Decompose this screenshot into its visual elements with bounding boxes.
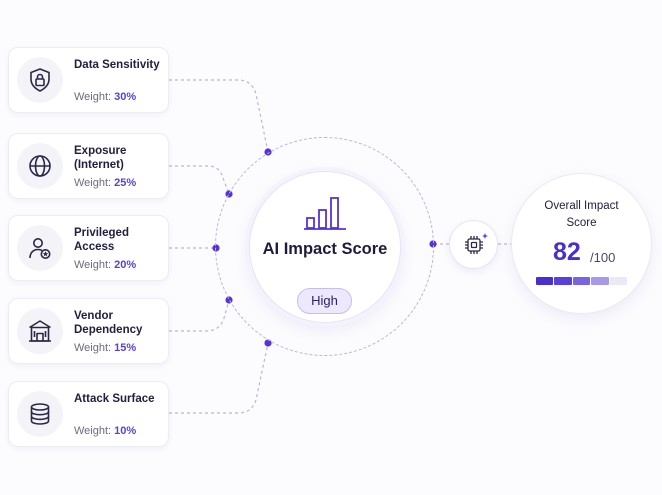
factor-card-exposure[interactable]: Exposure (Internet) Weight:25% — [8, 133, 169, 199]
database-icon — [17, 391, 63, 437]
factor-card-vendor-dependency[interactable]: Vendor Dependency Weight:15% — [8, 298, 169, 364]
factor-title: Attack Surface — [74, 393, 155, 405]
impact-level-badge: High — [297, 288, 352, 314]
overall-score-value: 82 — [553, 238, 581, 266]
score-bar-segment — [554, 277, 572, 285]
factor-card-privileged-access[interactable]: Privileged Access Weight:20% — [8, 215, 169, 281]
building-icon — [17, 308, 63, 354]
connector-vendor-dependency — [169, 299, 230, 332]
overall-score-panel — [511, 173, 652, 314]
connector-data-sensitivity — [169, 79, 269, 153]
overall-score-max: /100 — [590, 250, 616, 265]
factor-card-attack-surface[interactable]: Attack Surface Weight:10% — [8, 381, 169, 447]
connector-attack-surface — [169, 342, 269, 414]
score-bar-segment — [609, 277, 628, 285]
factor-weight: Weight:15% — [74, 342, 137, 354]
factor-title: Data Sensitivity — [74, 59, 160, 71]
ai-chip-icon — [465, 233, 488, 254]
overall-score-label: Overall Impact Score — [544, 200, 619, 229]
bar-chart-icon — [304, 197, 346, 230]
factor-weight: Weight:25% — [74, 177, 137, 189]
globe-icon — [17, 143, 63, 189]
hub-title: AI Impact Score — [262, 240, 388, 258]
score-bar-segment — [572, 277, 591, 285]
hub-dashed-ring — [215, 137, 434, 356]
connector-exposure — [169, 165, 230, 195]
user-badge-icon — [17, 225, 63, 271]
ai-processor-node — [449, 220, 498, 269]
factor-title: Vendor Dependency — [74, 310, 143, 336]
factor-title: Privileged Access — [74, 227, 129, 253]
factor-title: Exposure (Internet) — [74, 145, 127, 171]
factor-weight: Weight:10% — [74, 425, 137, 437]
factor-weight: Weight:30% — [74, 91, 137, 103]
factor-weight: Weight:20% — [74, 259, 137, 271]
score-progress-bar — [536, 277, 628, 285]
score-bar-segment — [591, 277, 609, 285]
shield-lock-icon — [17, 57, 63, 103]
factor-card-data-sensitivity[interactable]: Data Sensitivity Weight:30% — [8, 47, 169, 113]
score-bar-segment — [536, 277, 554, 285]
